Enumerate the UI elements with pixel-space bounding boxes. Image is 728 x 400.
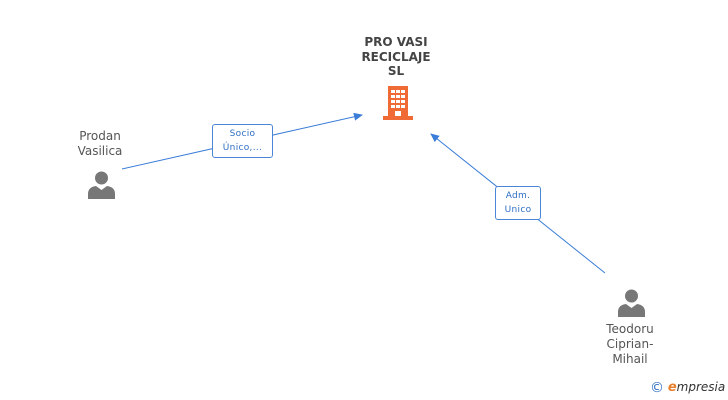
person-icon[interactable] xyxy=(87,170,116,203)
brand-e: e xyxy=(667,380,677,395)
person-name-prodan[interactable]: Prodan Vasilica xyxy=(77,129,123,158)
copyright-icon: © xyxy=(650,380,664,396)
brand-logo: © empresia xyxy=(650,380,725,396)
person-name-teodoru[interactable]: Teodoru Ciprian- Mihail xyxy=(606,322,654,366)
brand-name: mpresia xyxy=(676,380,726,394)
person-icon[interactable] xyxy=(617,288,646,321)
relation-label-socio[interactable]: Socio Único,... xyxy=(212,124,273,158)
company-name[interactable]: PRO VASI RECICLAJE SL xyxy=(361,35,431,78)
relation-label-adm[interactable]: Adm. Unico xyxy=(495,186,541,220)
building-icon[interactable] xyxy=(383,86,413,124)
